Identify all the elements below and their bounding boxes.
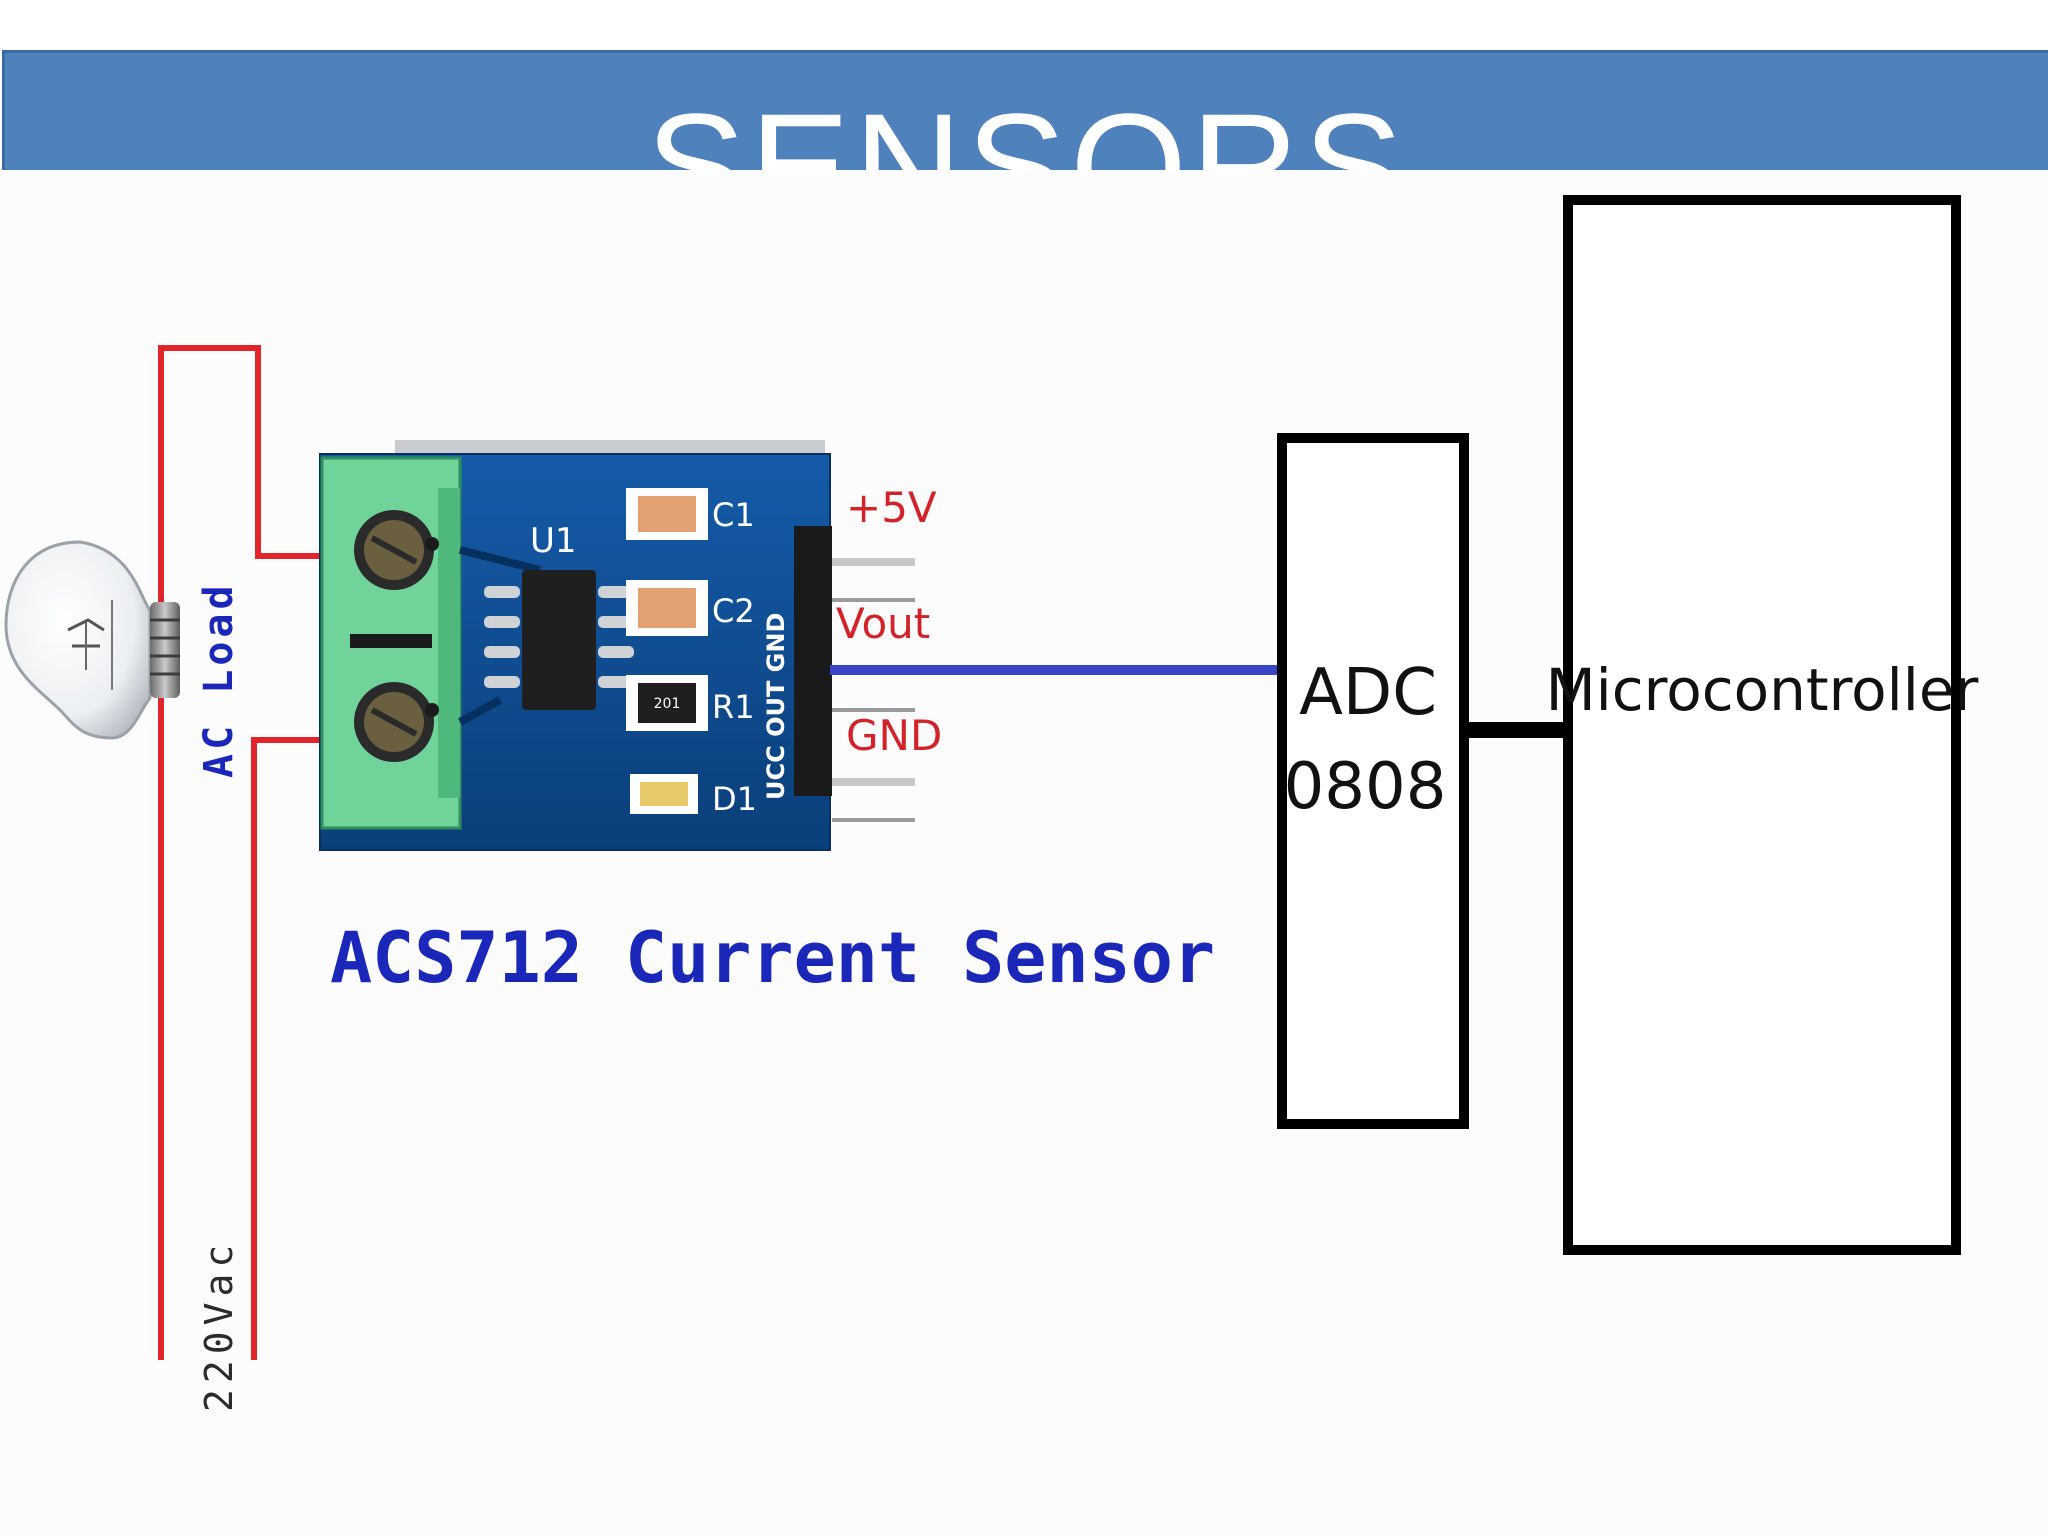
label-u1: U1 [530, 521, 577, 561]
sensor-circuit-diagram: AC Load 220Vac [4, 195, 1979, 1412]
pin-label-plus5v: +5V [846, 483, 937, 532]
label-c1: C1 [712, 496, 755, 534]
sensor-caption: ACS712 Current Sensor [330, 917, 1215, 999]
screw-terminal [320, 456, 462, 830]
microcontroller-block [1563, 195, 1961, 1255]
ic-chip [484, 570, 634, 710]
smd-components [626, 488, 708, 814]
diagram-area: AC Load 220Vac [0, 170, 2048, 1536]
title-bar: SENSORS [2, 50, 2048, 170]
ac-wire-top [158, 345, 325, 1360]
label-d1: D1 [712, 780, 757, 818]
slide-title: SENSORS [645, 82, 1408, 170]
label-c2: C2 [712, 592, 755, 630]
r1-code: 201 [654, 696, 681, 712]
adc-block [1277, 433, 1469, 1129]
microcontroller-label: Microcontroller [1546, 656, 1979, 724]
ac-wires [158, 345, 325, 1360]
load-label: AC Load [196, 581, 242, 778]
adc-label-line1: ADC [1299, 656, 1437, 730]
pin-label-gnd: GND [846, 711, 942, 760]
ac-wire-bottom [251, 737, 325, 1360]
light-bulb-icon [4, 540, 180, 740]
label-pin-names: UCC OUT GND [762, 613, 790, 800]
supply-voltage-label: 220Vac [197, 1239, 241, 1412]
acs712-module: U1 201 C1 C2 R1 D1 UCC OUT GND [319, 440, 915, 851]
adc-label-line2: 0808 [1284, 750, 1447, 824]
pin-label-vout: Vout [836, 599, 930, 648]
label-r1: R1 [712, 688, 755, 726]
